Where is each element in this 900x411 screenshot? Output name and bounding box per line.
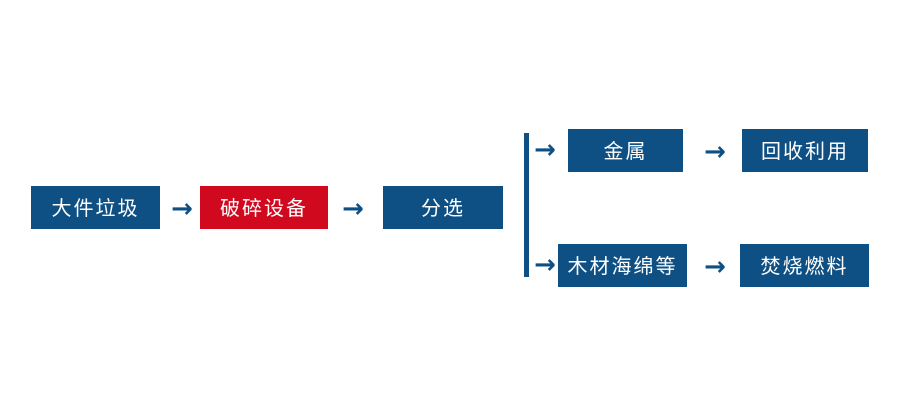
branch-connector-line: [524, 133, 529, 277]
arrow-glyph: →: [704, 252, 726, 282]
node-label: 破碎设备: [220, 195, 308, 220]
arrow-right-icon: →: [527, 135, 563, 165]
arrow-right-icon: →: [164, 194, 200, 224]
arrow-right-icon: →: [697, 252, 733, 282]
node-metal[interactable]: 金属: [568, 129, 683, 172]
arrow-glyph: →: [534, 250, 556, 280]
node-wood-sponge-etc[interactable]: 木材海绵等: [558, 244, 687, 287]
node-label: 金属: [603, 138, 648, 163]
node-incineration-fuel[interactable]: 焚烧燃料: [740, 244, 869, 287]
arrow-glyph: →: [534, 135, 556, 165]
node-label: 回收利用: [761, 138, 849, 163]
node-sorting[interactable]: 分选: [383, 186, 503, 229]
node-label: 大件垃圾: [51, 195, 140, 220]
arrow-right-icon: →: [527, 250, 563, 280]
arrow-glyph: →: [704, 137, 726, 167]
arrow-right-icon: →: [697, 137, 733, 167]
node-label: 焚烧燃料: [760, 253, 849, 278]
node-recycling-reuse[interactable]: 回收利用: [742, 129, 868, 172]
arrow-glyph: →: [342, 194, 364, 224]
node-crushing-equipment[interactable]: 破碎设备: [200, 186, 328, 229]
node-label: 木材海绵等: [567, 253, 678, 278]
node-bulky-waste[interactable]: 大件垃圾: [31, 186, 160, 229]
arrow-right-icon: →: [333, 194, 373, 224]
arrow-glyph: →: [171, 194, 193, 224]
node-label: 分选: [421, 195, 465, 220]
